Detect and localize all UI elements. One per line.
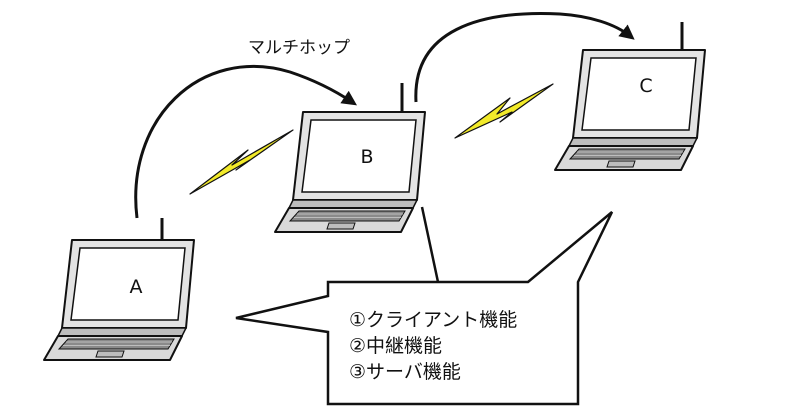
callout-line-server: ③サーバ機能 bbox=[349, 361, 461, 383]
multihop-caption: マルチホップ bbox=[248, 38, 350, 58]
hop-arrow-a-to-b bbox=[134, 65, 357, 219]
wireless-lightning-icon bbox=[454, 83, 554, 139]
laptop-a-label: A bbox=[130, 276, 143, 298]
laptop-b: B bbox=[274, 83, 426, 233]
laptop-a: A bbox=[43, 218, 195, 361]
laptop-b-label: B bbox=[360, 146, 373, 168]
callout-line-client: ①クライアント機能 bbox=[349, 309, 517, 331]
wireless-lightning-icon bbox=[189, 129, 294, 195]
function-callout: ①クライアント機能 ②中継機能 ③サーバ機能 bbox=[235, 206, 614, 406]
laptop-c-label: C bbox=[639, 75, 652, 97]
hop-arrow-b-to-c bbox=[414, 12, 635, 103]
callout-line-relay: ②中継機能 bbox=[349, 335, 442, 357]
laptop-c: C bbox=[554, 22, 706, 171]
